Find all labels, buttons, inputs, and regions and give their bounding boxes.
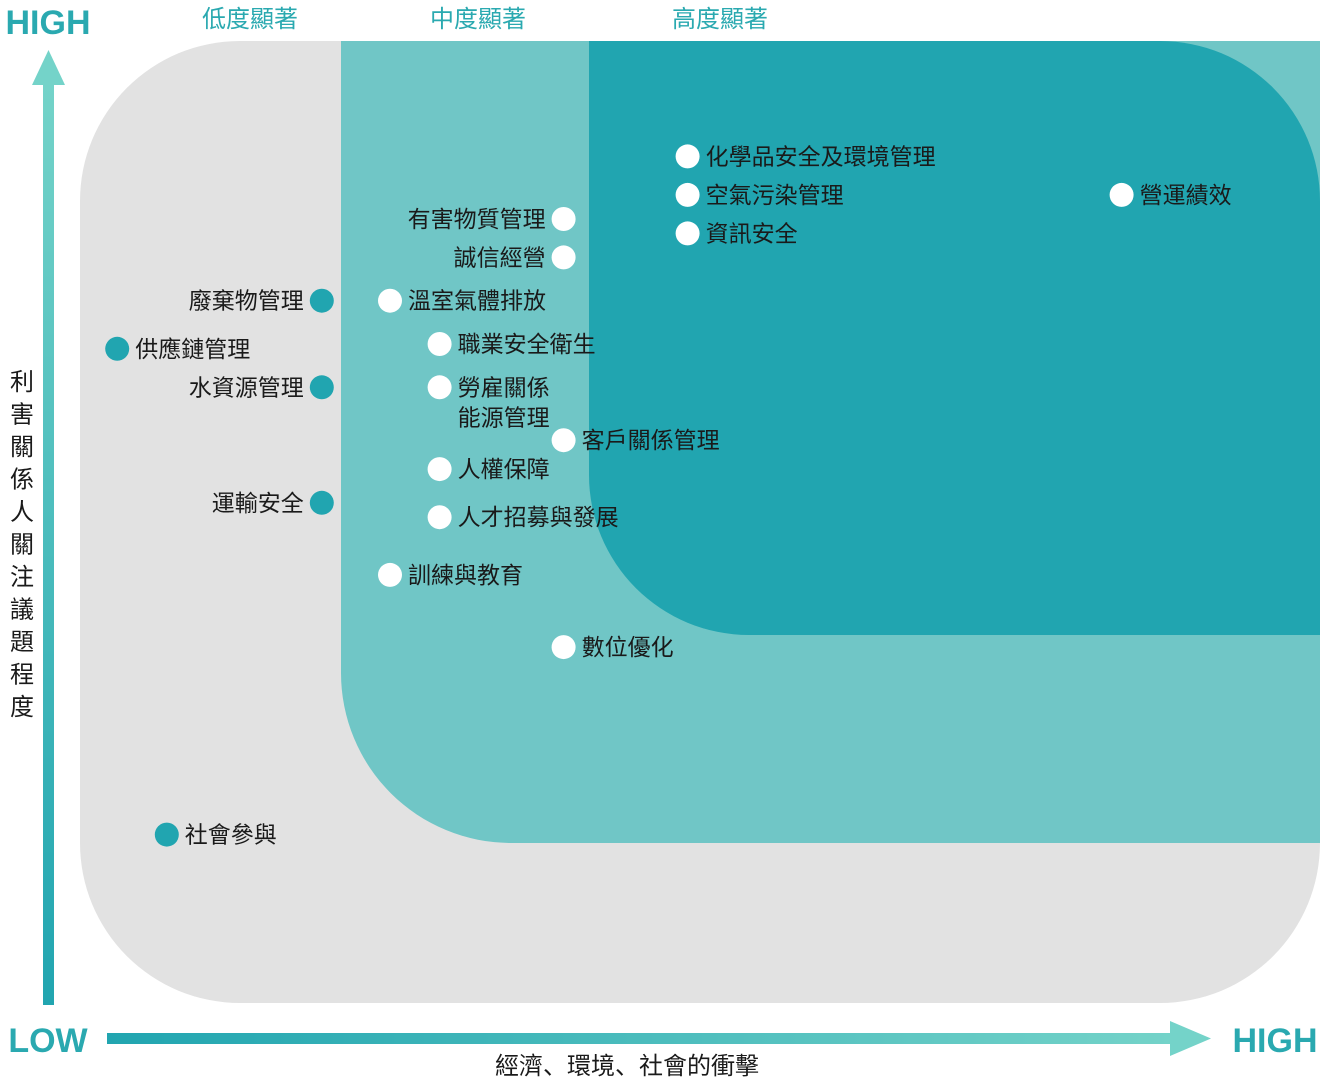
issue-label: 廢棄物管理: [189, 289, 304, 315]
y-axis-arrow-head: [32, 50, 65, 85]
x-axis-high-label: HIGH: [1233, 1022, 1318, 1060]
issue-marker: [427, 375, 452, 400]
issue-marker: [427, 457, 452, 482]
issue-label: 運輸安全: [212, 491, 304, 517]
y-axis-title: 利害關係人關注議題程度: [10, 368, 34, 721]
issue-label: 化學品安全及環境管理: [706, 144, 936, 170]
issue-label: 職業安全衛生: [458, 332, 596, 358]
zone-label-high: 高度顯著: [672, 5, 768, 33]
issue-marker: [551, 245, 576, 270]
issue-label: 供應鏈管理: [135, 337, 250, 363]
issue-marker: [427, 505, 452, 530]
issue-marker: [675, 182, 700, 207]
issue-marker: [105, 336, 130, 361]
issue-label: 社會參與: [185, 823, 277, 849]
issue-marker: [675, 221, 700, 246]
issue-marker: [551, 635, 576, 660]
issue-label: 資訊安全: [706, 221, 798, 247]
issue-marker: [378, 562, 402, 587]
zone-high-shape: [589, 41, 1320, 635]
x-axis-title: 經濟、環境、社會的衝擊: [495, 1052, 759, 1080]
issue-label: 勞雇關係: [458, 375, 550, 401]
issue-marker: [309, 288, 334, 313]
zone-label-low: 低度顯著: [202, 5, 298, 33]
y-axis-arrow-shaft: [43, 84, 54, 1005]
issue-label: 空氣污染管理: [706, 183, 844, 209]
issue-label: 人權保障: [458, 457, 550, 483]
issue-label: 溫室氣體排放: [408, 289, 546, 315]
issue-label: 客戶關係管理: [582, 428, 720, 454]
issue-marker: [427, 332, 452, 356]
issue-label: 能源管理: [458, 405, 550, 431]
issue-label: 水資源管理: [189, 375, 304, 401]
issue-marker: [675, 144, 700, 169]
zone-label-medium: 中度顯著: [430, 5, 526, 33]
issue-marker: [378, 288, 402, 313]
y-axis-high-label: HIGH: [6, 4, 91, 42]
issue-label: 營運績效: [1140, 183, 1232, 209]
issue-marker: [309, 490, 334, 515]
issue-label: 有害物質管理: [408, 207, 546, 233]
issue-marker: [154, 822, 179, 847]
x-axis-arrow-shaft: [107, 1033, 1172, 1044]
issue-marker: [309, 375, 334, 400]
issue-marker: [551, 207, 576, 231]
issue-label: 誠信經營: [454, 245, 546, 271]
issue-marker: [551, 428, 576, 453]
issue-marker: [1109, 182, 1134, 207]
x-axis-arrow-head: [1170, 1021, 1211, 1056]
issue-label: 訓練與教育: [408, 563, 523, 589]
issue-label: 數位優化: [582, 635, 674, 661]
x-axis-low-label: LOW: [8, 1022, 88, 1060]
issue-label: 人才招募與發展: [458, 505, 619, 531]
